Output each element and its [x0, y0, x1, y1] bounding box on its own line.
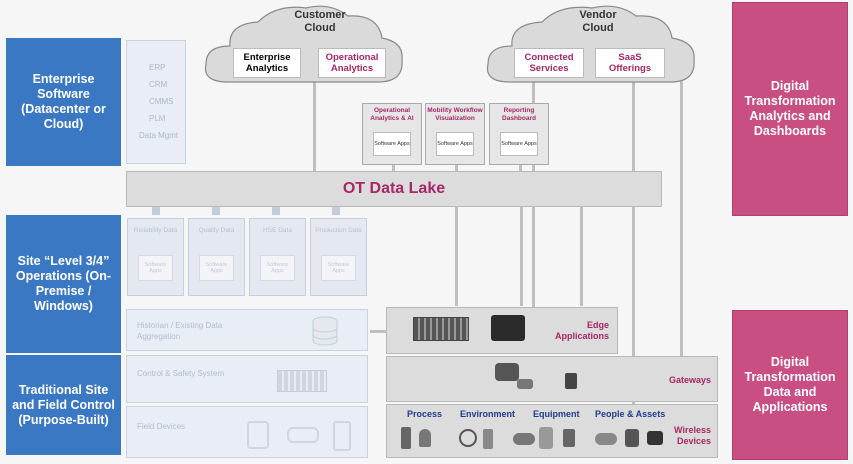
connector-line — [313, 80, 316, 172]
enterprise-software-label: Enterprise Software (Datacenter or Cloud… — [6, 38, 121, 166]
transmitter-icon — [419, 429, 431, 447]
site-app-inner: Software Apps — [199, 255, 234, 281]
field-devices-text: Field Devices — [137, 422, 186, 431]
gateways-text: Gateways — [668, 375, 711, 385]
site-app-inner: Software Apps — [260, 255, 295, 281]
controller-rack-icon — [277, 370, 327, 392]
site-app-title: Quality Data — [198, 227, 235, 234]
acoustic-sensor-icon — [539, 427, 553, 449]
vibration-sensor-icon — [513, 433, 535, 445]
connector-line — [520, 206, 523, 306]
connector-dot — [152, 207, 160, 215]
reporting-dashboard-app: Reporting Dashboard Software Apps — [489, 103, 549, 165]
connector-line — [519, 163, 522, 172]
traditional-control-text: Traditional Site and Field Control (Purp… — [12, 382, 115, 427]
temperature-sensor-icon — [563, 429, 575, 447]
ot-data-lake: OT Data Lake — [126, 171, 662, 207]
enterprise-list-item: Data Mgmt — [139, 131, 179, 140]
enterprise-analytics-box: Enterprise Analytics — [233, 48, 301, 78]
edge-controller-icon — [491, 315, 525, 341]
badge-reader-icon — [647, 431, 663, 445]
pressure-sensor-icon — [401, 427, 411, 449]
historian-text: Historian / Existing Data Aggregation — [137, 321, 223, 341]
operational-analytics-app: Operational Analytics & AI Software Apps — [362, 103, 422, 165]
quality-data-app: Quality Data Software Apps — [188, 218, 245, 296]
connector-dot — [272, 207, 280, 215]
connector-dot — [332, 207, 340, 215]
site-operations-text: Site “Level 3/4” Operations (On-Premise … — [15, 254, 112, 313]
production-data-app: Production Data Software Apps — [310, 218, 367, 296]
edge-applications-box: Edge Applications — [386, 307, 618, 354]
app-title: Reporting Dashboard — [502, 107, 536, 122]
enterprise-software-list: ERP CRM CMMS PLM Data Mgmt — [126, 40, 186, 164]
connected-services-box: Connected Services — [514, 48, 584, 78]
tag-device-icon — [595, 433, 617, 445]
gateways-box: Gateways — [386, 356, 718, 402]
wireless-devices-text: Wireless Devices — [674, 425, 711, 446]
analytics-dashboards-label: Digital Transformation Analytics and Das… — [732, 2, 848, 216]
valve-icon — [247, 421, 269, 449]
database-icon — [312, 316, 338, 346]
transmitter-icon — [333, 421, 351, 451]
edge-rack-icon — [413, 317, 469, 341]
connector-line — [455, 163, 458, 172]
connector-dot — [212, 207, 220, 215]
category-equipment: Equipment — [533, 409, 580, 419]
enterprise-analytics-text: Enterprise Analytics — [243, 52, 291, 74]
saas-offerings-text: SaaS Offerings — [608, 52, 652, 74]
control-safety-box: Control & Safety System — [126, 355, 368, 403]
camera-icon — [625, 429, 639, 447]
site-app-title: Reliability Data — [133, 227, 178, 234]
site-app-inner: Software Apps — [321, 255, 356, 281]
flowmeter-icon — [287, 427, 319, 443]
category-environment: Environment — [460, 409, 516, 419]
connector-line — [680, 80, 683, 356]
site-app-title: HSE Data — [263, 227, 292, 234]
app-title: Mobility Workflow Visualization — [427, 107, 483, 122]
app-inner: Software Apps — [500, 132, 538, 156]
app-inner: Software Apps — [373, 132, 411, 156]
gauge-icon — [459, 429, 477, 447]
category-people-assets: People & Assets — [595, 409, 666, 419]
enterprise-list-item: PLM — [149, 114, 166, 123]
connector-line — [632, 80, 635, 406]
gateway-radio-icon — [517, 379, 533, 389]
app-title: Operational Analytics & AI — [370, 107, 414, 122]
enterprise-software-text: Enterprise Software (Datacenter or Cloud… — [21, 72, 106, 131]
traditional-control-label: Traditional Site and Field Control (Purp… — [6, 355, 121, 455]
operational-analytics-text: Operational Analytics — [325, 52, 379, 74]
wireless-devices-box: Process Environment Equipment People & A… — [386, 404, 718, 458]
saas-offerings-box: SaaS Offerings — [595, 48, 665, 78]
analytics-dashboards-text: Digital Transformation Analytics and Das… — [744, 79, 836, 138]
app-inner: Software Apps — [436, 132, 474, 156]
category-process: Process — [407, 409, 443, 419]
vendor-cloud-title: Vendor Cloud — [579, 9, 617, 34]
gateway-module-icon — [565, 373, 577, 389]
data-applications-label: Digital Transformation Data and Applicat… — [732, 310, 848, 460]
gateway-device-icon — [495, 363, 519, 381]
connector-line — [455, 206, 458, 306]
hse-data-app: HSE Data Software Apps — [249, 218, 306, 296]
edge-applications-text: Edge Applications — [554, 320, 609, 341]
connector-line — [580, 206, 583, 306]
ot-data-lake-title: OT Data Lake — [342, 180, 446, 197]
site-app-title: Production Data — [315, 227, 362, 234]
reliability-data-app: Reliability Data Software Apps — [127, 218, 184, 296]
enterprise-list-item: CMMS — [149, 97, 174, 106]
mobility-workflow-app: Mobility Workflow Visualization Software… — [425, 103, 485, 165]
connector-line — [370, 330, 386, 333]
operational-analytics-box: Operational Analytics — [318, 48, 386, 78]
enterprise-list-item: CRM — [149, 80, 168, 89]
flow-sensor-icon — [483, 429, 493, 449]
field-devices-box: Field Devices — [126, 406, 368, 458]
site-app-inner: Software Apps — [138, 255, 173, 281]
data-applications-text: Digital Transformation Data and Applicat… — [744, 355, 836, 414]
enterprise-list-item: ERP — [149, 63, 166, 72]
customer-cloud-title: Customer Cloud — [294, 9, 346, 34]
connected-services-text: Connected Services — [524, 52, 574, 74]
site-operations-label: Site “Level 3/4” Operations (On-Premise … — [6, 215, 121, 353]
connector-line — [392, 163, 395, 172]
historian-box: Historian / Existing Data Aggregation — [126, 309, 368, 351]
control-safety-text: Control & Safety System — [137, 369, 225, 378]
